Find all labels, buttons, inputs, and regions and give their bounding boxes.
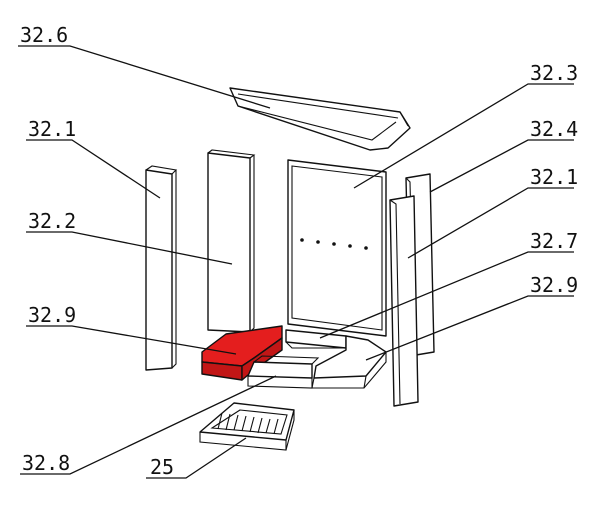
part-top-plate[interactable] [229, 87, 411, 151]
part-ash-grate[interactable] [199, 402, 295, 451]
label-floor-center: 32.7 [530, 229, 578, 253]
label-ash-grate: 25 [150, 455, 174, 479]
part-floor-front[interactable] [247, 355, 320, 389]
back-wall-dot [300, 238, 304, 242]
label-right-side-back: 32.4 [530, 117, 578, 141]
leader-floor-center [319, 251, 574, 339]
leader-right-side-back [429, 139, 574, 193]
back-wall-dot [348, 244, 352, 248]
part-left-outer-side[interactable] [145, 165, 178, 371]
leader-left-outer-side [26, 139, 161, 199]
leader-right-outer-side [407, 187, 574, 259]
label-floor-right: 32.9 [530, 273, 578, 297]
label-floor-left: 32.9 [28, 303, 76, 327]
leader-floor-front [20, 375, 277, 475]
label-back-wall: 32.3 [530, 61, 578, 85]
leader-floor-right [365, 295, 574, 361]
label-top-plate: 32.6 [20, 23, 68, 47]
leader-back-wall [353, 83, 574, 189]
back-wall-dot [332, 242, 336, 246]
leader-ash-grate [146, 437, 247, 479]
part-back-wall[interactable] [287, 159, 387, 337]
part-floor-right[interactable] [311, 335, 387, 389]
label-left-inner-side: 32.2 [28, 209, 76, 233]
back-wall-dot [316, 240, 320, 244]
part-floor-center[interactable] [285, 329, 347, 349]
label-left-outer-side: 32.1 [28, 117, 76, 141]
label-floor-front: 32.8 [22, 451, 70, 475]
label-right-outer-side: 32.1 [530, 165, 578, 189]
part-right-outer-side[interactable] [389, 195, 419, 407]
back-wall-dot [364, 246, 368, 250]
leader-top-plate [18, 45, 271, 109]
leader-floor-left [26, 325, 237, 355]
part-left-inner-side[interactable] [207, 149, 256, 333]
leader-left-inner-side [26, 231, 233, 265]
